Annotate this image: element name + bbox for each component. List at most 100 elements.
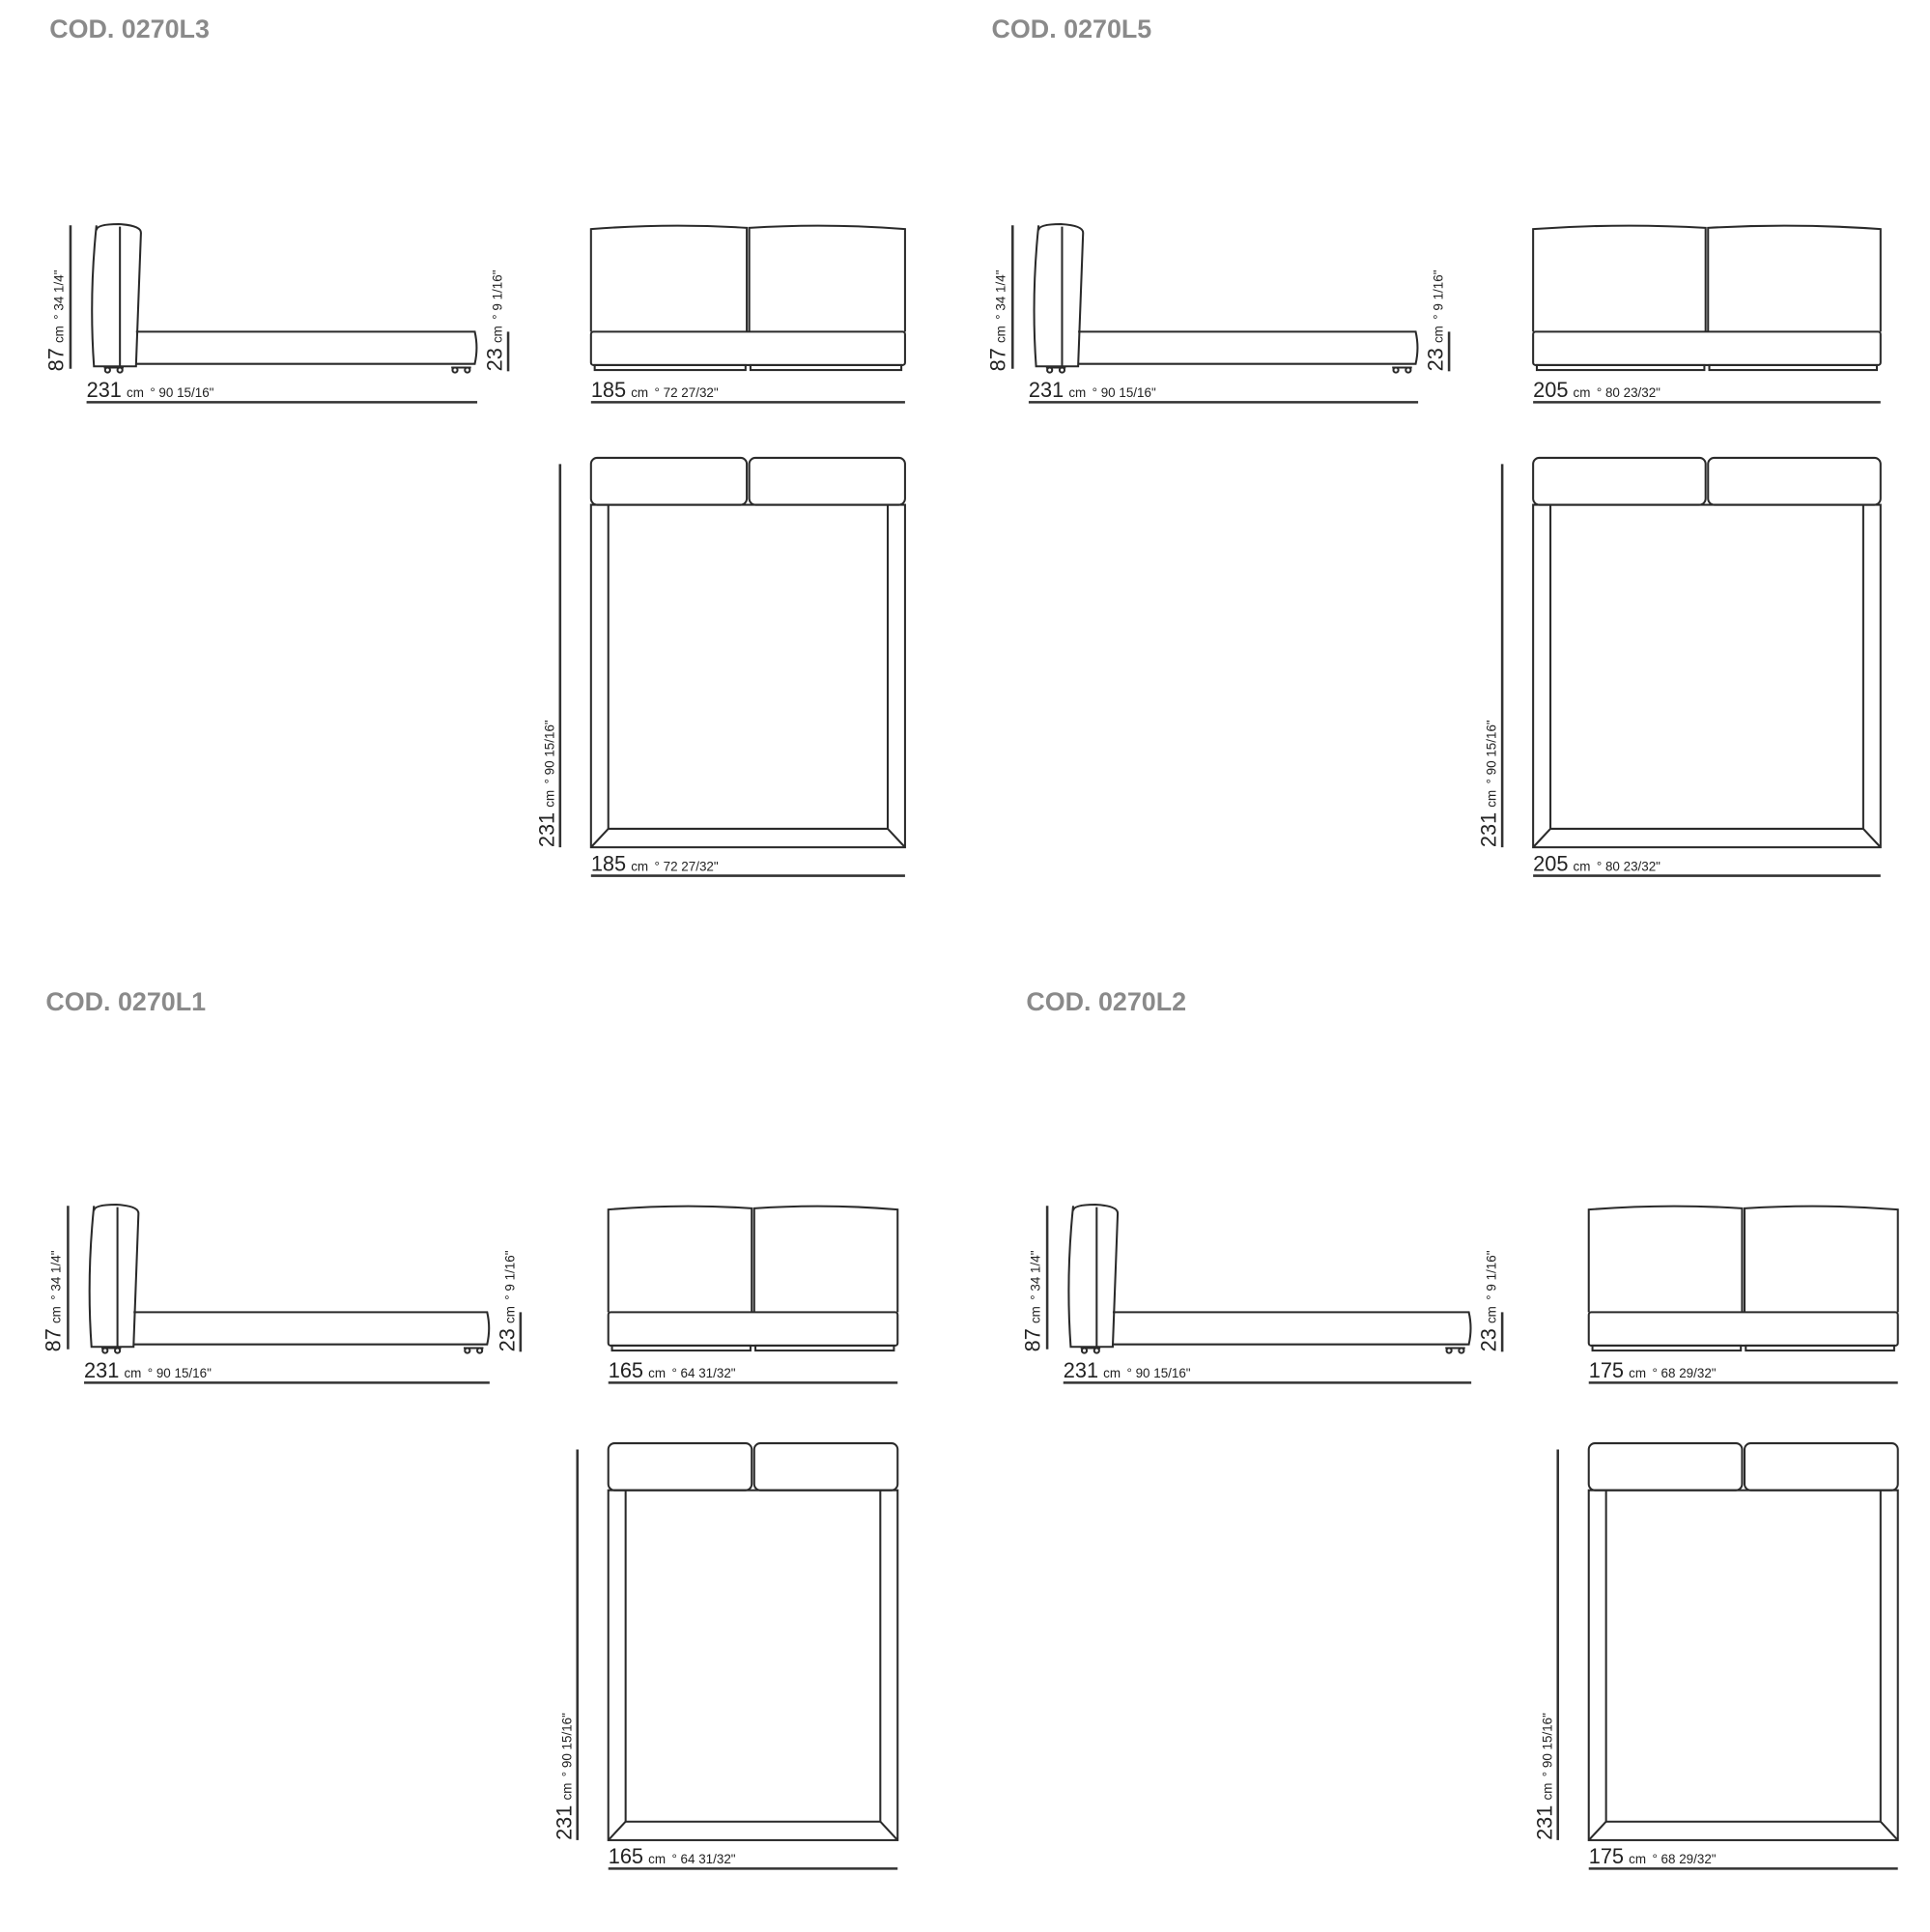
dimension-value: 23: [495, 1328, 519, 1351]
dimension-value: 165: [609, 1844, 643, 1868]
top-view: 231 cm ° 90 15/16" 205 cm ° 80 23/32": [1477, 456, 1882, 877]
front-view: 205 cm ° 80 23/32": [1532, 224, 1882, 404]
dimension-value: 165: [609, 1358, 643, 1382]
bed-base: [135, 330, 478, 365]
front-view: 165 cm ° 64 31/32": [607, 1205, 899, 1384]
dimension-value: 231: [1029, 378, 1064, 402]
product-code: COD. 0270L3: [49, 14, 210, 43]
dimension-inches: ° 90 15/16": [148, 1366, 212, 1380]
length-dimension: 231 cm ° 90 15/16": [87, 378, 214, 402]
dimension-inches: ° 90 15/16": [1540, 1713, 1554, 1776]
headboard: [91, 223, 142, 368]
dimension-unit: cm: [1629, 1852, 1646, 1866]
dimension-inches: ° 9 1/16": [1432, 270, 1446, 319]
headboard: [1033, 223, 1085, 368]
dimension-unit: cm: [491, 326, 505, 343]
dimension-inches: ° 9 1/16": [1485, 1250, 1499, 1299]
frame-height-dimension: 23 cm ° 9 1/16": [1424, 270, 1448, 371]
height-dimension: 87cm° 34 1/4": [986, 270, 1010, 371]
dimension-inches: ° 90 15/16": [542, 720, 556, 783]
dimension-unit: cm: [127, 385, 144, 400]
frame-height-dimension: 23cm° 9 1/16": [483, 270, 507, 371]
dimension-unit: cm: [1432, 326, 1446, 343]
dimension-unit: cm: [51, 326, 66, 343]
dimension-value: 205: [1533, 851, 1568, 875]
bed-base: [1112, 1311, 1472, 1346]
height-dimension: 87 cm ° 34 1/4": [43, 270, 68, 371]
dimension-inches: ° 68 29/32": [1652, 1366, 1716, 1380]
product-code: COD. 0270L2: [1026, 987, 1186, 1016]
product-code: COD. 0270L5: [992, 14, 1152, 43]
dimension-unit: cm: [1629, 1366, 1646, 1380]
dimension-unit: cm: [631, 859, 648, 873]
dimension-unit: cm: [631, 385, 648, 400]
dimension-inches: ° 80 23/32": [1597, 859, 1660, 873]
dimension-value: 87: [43, 348, 68, 371]
dimension-value: 231: [552, 1805, 576, 1840]
pillow: [752, 1442, 899, 1492]
pillow: [1743, 1442, 1899, 1492]
length-dimension: 231cm° 90 15/16": [552, 1713, 576, 1840]
dimension-value: 231: [1477, 812, 1501, 847]
headboard: [1067, 1204, 1120, 1349]
dimension-inches: ° 72 27/32": [655, 859, 719, 873]
dimension-value: 185: [591, 378, 626, 402]
pillow: [1707, 456, 1882, 506]
dimension-inches: ° 34 1/4": [49, 1250, 64, 1299]
dimension-value: 231: [1064, 1358, 1098, 1382]
dimension-value: 23: [1424, 348, 1448, 371]
dimension-inches: ° 34 1/4": [51, 270, 66, 319]
dimension-inches: ° 90 15/16": [150, 385, 213, 400]
dimension-unit: cm: [1574, 385, 1591, 400]
dimension-value: 175: [1589, 1844, 1624, 1868]
dimension-unit: cm: [1540, 1783, 1554, 1801]
dimension-inches: ° 90 15/16": [1093, 385, 1156, 400]
width-dimension: 165 cm ° 64 31/32": [609, 1358, 736, 1382]
length-dimension: 231 cm ° 90 15/16": [534, 720, 558, 847]
dimension-unit: cm: [1068, 385, 1086, 400]
dimension-unit: cm: [559, 1783, 574, 1801]
dimension-value: 23: [1477, 1328, 1501, 1351]
dimension-unit: cm: [49, 1306, 64, 1323]
dimension-inches: ° 90 15/16": [1126, 1366, 1190, 1380]
dimension-inches: ° 9 1/16": [502, 1250, 517, 1299]
dimension-value: 205: [1533, 378, 1568, 402]
dimension-inches: ° 64 31/32": [671, 1366, 735, 1380]
headboard: [88, 1204, 140, 1349]
dimension-value: 185: [591, 851, 626, 875]
bed-variant-panel: COD. 0270L5 87cm° 34 1/4" 23 cm ° 9 1/16" 231…: [986, 14, 1882, 877]
dimension-inches: ° 80 23/32": [1597, 385, 1660, 400]
frame-height-dimension: 23 cm ° 9 1/16": [1477, 1250, 1501, 1351]
dimension-value: 231: [534, 812, 558, 847]
dimension-value: 87: [986, 348, 1010, 371]
product-code: COD. 0270L1: [45, 987, 206, 1016]
pillow: [1587, 1442, 1744, 1492]
dimension-inches: ° 72 27/32": [655, 385, 719, 400]
dimension-unit: cm: [648, 1366, 666, 1380]
dimension-unit: cm: [1485, 1306, 1499, 1323]
dimension-inches: ° 34 1/4": [1028, 1250, 1042, 1299]
pillow: [589, 456, 749, 506]
width-dimension: 205 cm ° 80 23/32": [1533, 851, 1660, 875]
pillow: [748, 456, 906, 506]
dimension-unit: cm: [1574, 859, 1591, 873]
height-dimension: 87cm° 34 1/4": [1020, 1250, 1044, 1351]
dimension-unit: cm: [1028, 1306, 1042, 1323]
length-dimension: 231cm° 90 15/16": [1532, 1713, 1556, 1840]
width-dimension: 185 cm ° 72 27/32": [591, 378, 719, 402]
dimension-value: 231: [84, 1358, 119, 1382]
length-dimension: 231 cm ° 90 15/16": [1029, 378, 1156, 402]
dimension-value: 231: [87, 378, 122, 402]
dimension-inches: ° 90 15/16": [1485, 720, 1499, 783]
dimension-inches: ° 9 1/16": [491, 270, 505, 319]
dimension-inches: ° 68 29/32": [1652, 1852, 1716, 1866]
dimension-unit: cm: [542, 790, 556, 808]
